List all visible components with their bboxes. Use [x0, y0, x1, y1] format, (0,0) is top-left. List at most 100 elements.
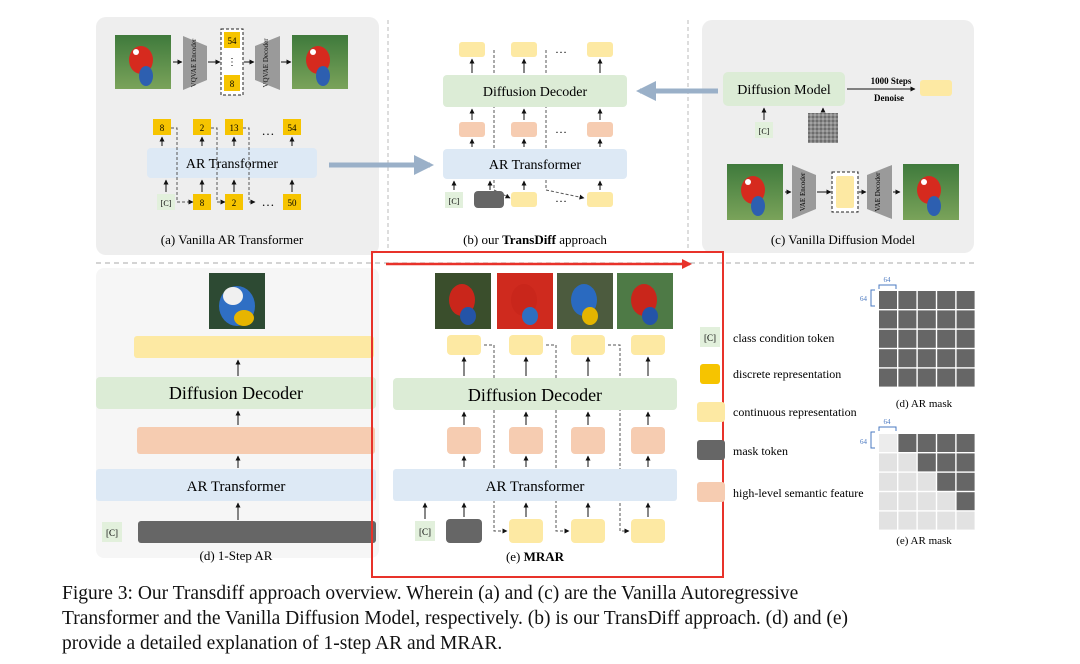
semantic-feature-token [511, 122, 537, 137]
semantic-feature-token [447, 427, 481, 454]
dependency-link [546, 344, 570, 534]
panel-e: Diffusion Decoder AR Transformer [C] (e)… [371, 251, 724, 578]
mask-cell [898, 492, 917, 511]
vae-decoder [867, 165, 892, 219]
ar-transformer [96, 469, 376, 501]
mask-cell [879, 453, 897, 472]
continuous-token [511, 192, 537, 207]
discrete-token [225, 119, 243, 135]
semantic-feature-token [631, 427, 665, 454]
diffusion-decoder-label: Diffusion Decoder [483, 85, 588, 100]
vqvae-decoder [255, 36, 280, 90]
parrot-image [903, 164, 959, 220]
mask-cell [956, 511, 975, 530]
mask-cell [879, 472, 897, 491]
mask-cell [956, 291, 975, 309]
mask-cell [956, 472, 975, 491]
discrete-token-label: 8 [200, 198, 205, 208]
mask-size-label: 64 [860, 438, 868, 446]
continuous-token [509, 519, 543, 543]
vqvae-encoder [183, 36, 207, 90]
continuous-token [459, 42, 485, 57]
mask-cell [879, 511, 897, 530]
discrete-token [283, 119, 301, 135]
continuous-token [631, 519, 665, 543]
steps-label: 1000 Steps [871, 76, 912, 86]
vqvae-encoder-label: VQVAE Encoder [190, 38, 198, 87]
denoise-label: Denoise [874, 93, 904, 103]
mask-cell [937, 492, 956, 511]
code-token: 8 [230, 79, 235, 89]
condition-token-label: [C] [161, 199, 172, 208]
condition-token [157, 194, 175, 210]
condition-token-label: [C] [759, 127, 770, 136]
mask-cell [917, 511, 936, 530]
semantic-feature [137, 427, 375, 454]
legend-swatch-semantic [697, 482, 725, 502]
mask-cell [937, 511, 956, 530]
mask-cell [937, 453, 956, 472]
mask-cell [917, 349, 936, 368]
caption-line: provide a detailed explanation of 1-step… [62, 633, 503, 654]
mask-size-label: 64 [884, 276, 892, 284]
legend: [C] class condition token discrete repre… [697, 327, 864, 502]
continuous-token [511, 42, 537, 57]
panel-d-caption: (d) 1-Step AR [200, 548, 273, 563]
mask-cell [956, 310, 975, 329]
figure-caption: Figure 3: Our Transdiff approach overvie… [62, 581, 1020, 656]
ar-mask-d: 64 64 (d) AR mask [860, 276, 975, 410]
mask-cell [937, 291, 956, 309]
ar-transformer-label: AR Transformer [186, 157, 279, 172]
ar-transformer-label: AR Transformer [489, 158, 582, 173]
legend-swatch-mask [697, 440, 725, 460]
semantic-feature-token [587, 122, 613, 137]
parrot-image [115, 35, 171, 89]
panel-a-caption: (a) Vanilla AR Transformer [161, 232, 304, 247]
condition-token [755, 122, 773, 138]
condition-token [102, 522, 122, 542]
code-token: 54 [228, 36, 238, 46]
dependency-link [211, 127, 226, 205]
continuous-token [836, 176, 854, 208]
discrete-token [225, 194, 243, 210]
condition-token-label: [C] [449, 197, 460, 206]
dependency-link [243, 127, 256, 205]
mask-cell [917, 291, 936, 309]
mask-cell [879, 349, 897, 368]
panel-e-caption: (e) MRAR [506, 549, 565, 564]
mask-cell [879, 368, 897, 387]
noise-image [808, 113, 838, 143]
discrete-token-label: 2 [232, 198, 237, 208]
mask-cell [898, 349, 917, 368]
discrete-token-label: 13 [230, 123, 240, 133]
mask-cell [879, 310, 897, 329]
legend-swatch-condition-label: [C] [704, 333, 716, 343]
continuous-token [587, 42, 613, 57]
mask-cell [917, 492, 936, 511]
parrot-wing [582, 307, 598, 325]
continuous-token [447, 335, 481, 355]
discrete-token [283, 194, 301, 210]
legend-label: class condition token [733, 331, 834, 345]
legend-swatch-continuous [697, 402, 725, 422]
mask-cell [956, 453, 975, 472]
mask-cell [898, 511, 917, 530]
ar-mask-e: 64 64 (e) AR mask [860, 418, 975, 547]
diffusion-model-label: Diffusion Model [737, 83, 831, 98]
mask-d-caption: (d) AR mask [896, 398, 953, 410]
continuous-token [631, 335, 665, 355]
panel-c: Diffusion Model 1000 Steps Denoise [C] V… [723, 72, 959, 247]
mask-cell [917, 368, 936, 387]
mask-cell [917, 453, 936, 472]
vqvae-decoder-label: VQVAE Decoder [262, 38, 270, 88]
mask-cell [956, 368, 975, 387]
panel-b-caption: (b) our TransDiff approach [463, 232, 607, 247]
mask-cell [917, 310, 936, 329]
mask-size-label: 64 [884, 418, 892, 426]
discrete-token-label: 54 [288, 123, 298, 133]
diffusion-decoder [443, 75, 627, 107]
discrete-token [193, 119, 211, 135]
mask-cell [898, 329, 917, 348]
